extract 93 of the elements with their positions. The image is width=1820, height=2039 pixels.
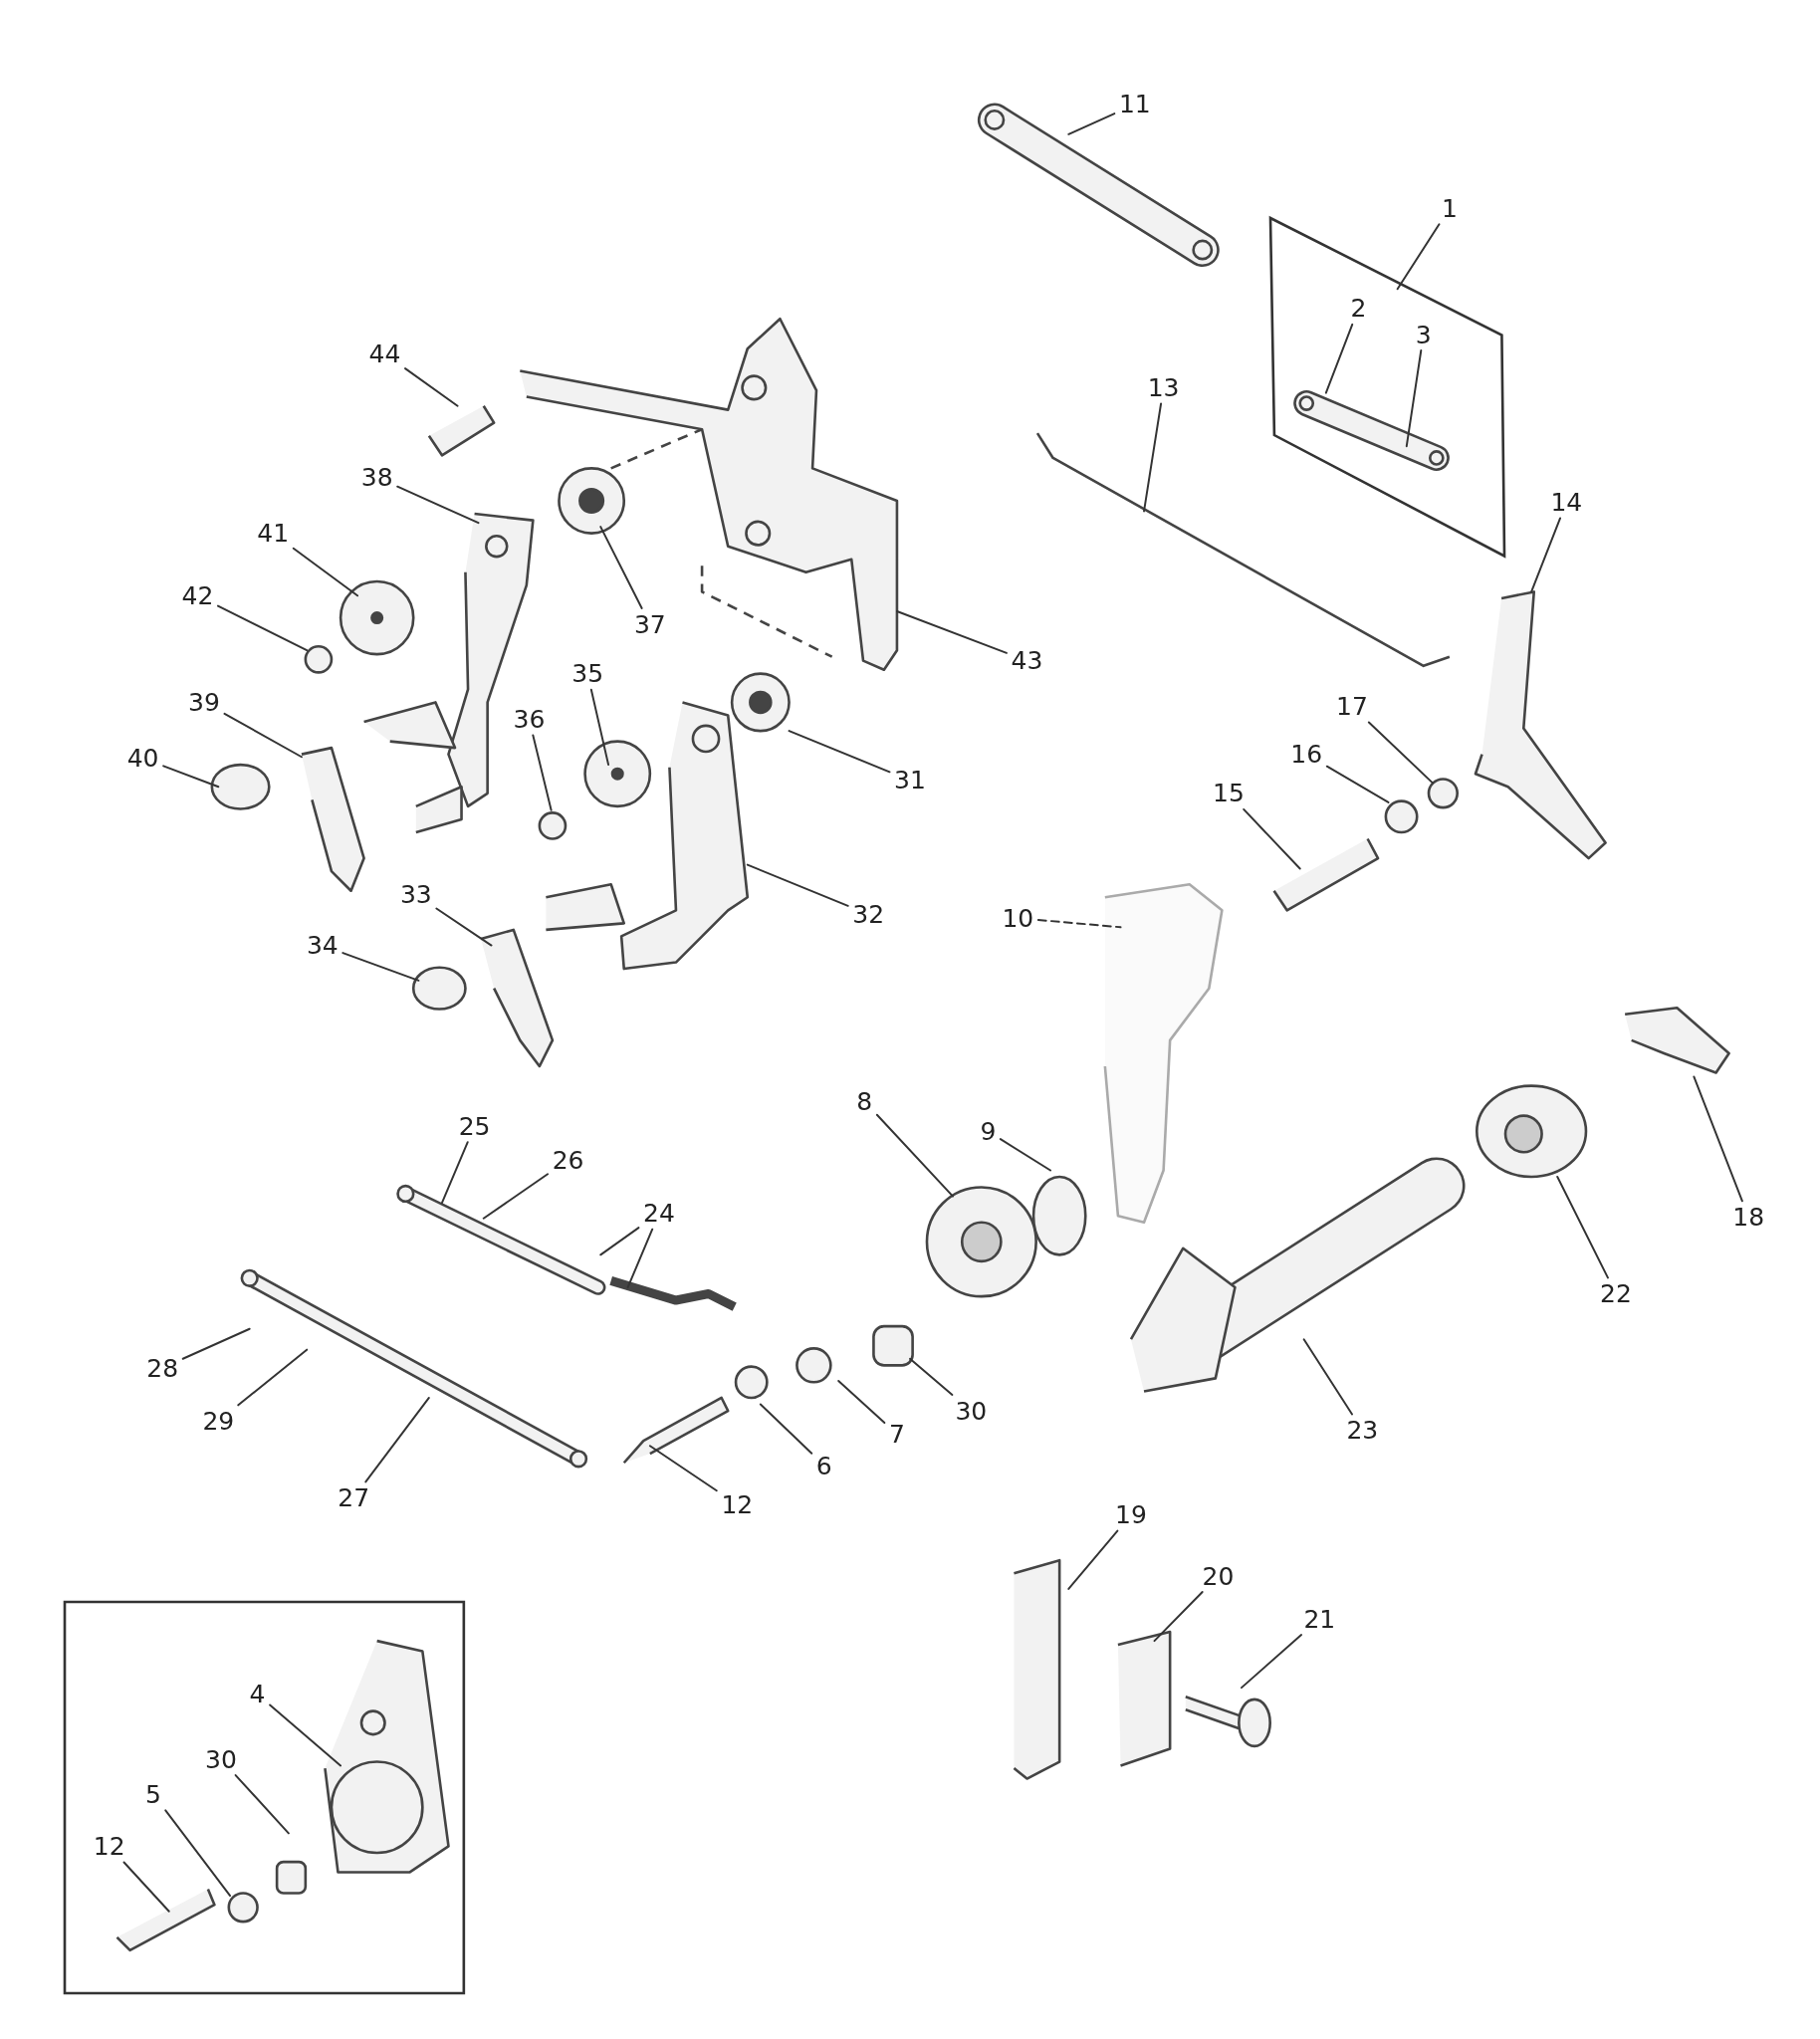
leader-line: [341, 952, 420, 982]
callout-number: 26: [550, 1146, 586, 1174]
leader-line: [1556, 1176, 1609, 1279]
leader-line: [122, 1861, 170, 1913]
leader-line: [1067, 113, 1116, 135]
callout-number: 43: [1009, 646, 1045, 674]
leader-line: [626, 1228, 654, 1288]
callout-number: 39: [186, 688, 222, 716]
callout-number: 25: [456, 1112, 493, 1140]
leader-line: [999, 1138, 1051, 1172]
callout-number: 1: [1439, 194, 1460, 222]
leader-line: [837, 1380, 886, 1425]
leader-line: [482, 1173, 550, 1220]
callout-number: 18: [1730, 1203, 1767, 1231]
callout-number: 4: [247, 1680, 268, 1707]
callout-number: 36: [511, 705, 548, 733]
leader-line: [1530, 517, 1562, 593]
leader-line: [1405, 349, 1423, 448]
callout-number: 12: [719, 1490, 756, 1518]
leader-line: [1067, 1529, 1119, 1590]
leader-line: [223, 712, 303, 759]
leader-line: [895, 610, 1008, 654]
leader-line: [1324, 323, 1354, 394]
leader-line: [292, 547, 359, 597]
leader-line: [440, 1141, 469, 1205]
leader-line: [875, 1113, 955, 1198]
callout-number: 27: [336, 1483, 372, 1511]
leader-line: [1302, 1338, 1353, 1416]
leader-line: [164, 1809, 232, 1898]
leader-line: [1367, 721, 1434, 785]
callout-number: 30: [203, 1745, 239, 1773]
callout-number: 13: [1145, 373, 1182, 401]
callout-number: 34: [304, 931, 341, 959]
leader-line: [234, 1774, 290, 1835]
callout-number: 37: [631, 610, 668, 638]
leader-line: [599, 1227, 640, 1256]
callout-number: 32: [850, 900, 887, 928]
callout-number: 30: [953, 1397, 990, 1425]
leader-line: [1153, 1590, 1204, 1643]
leader-line: [1243, 807, 1301, 870]
callout-number: 41: [255, 519, 292, 547]
callout-number: 22: [1598, 1279, 1634, 1307]
callout-number: 38: [358, 463, 395, 491]
callout-number: 20: [1200, 1562, 1237, 1589]
callout-number: 23: [1344, 1416, 1381, 1444]
leader-line: [269, 1703, 342, 1767]
callout-number: 9: [978, 1117, 999, 1145]
callout-number: 35: [569, 659, 606, 687]
leader-line: [237, 1348, 309, 1407]
callout-number: 33: [397, 880, 434, 908]
leader-line: [435, 907, 493, 947]
leader-line: [788, 730, 891, 774]
leader-line: [1396, 223, 1441, 291]
leader-line: [1325, 765, 1390, 803]
callout-number: 12: [91, 1832, 127, 1860]
callout-number: 15: [1211, 780, 1247, 806]
leader-line: [162, 765, 220, 789]
callout-number: 10: [1000, 904, 1036, 932]
leader-line: [1241, 1634, 1303, 1690]
callout-number: 5: [143, 1780, 163, 1808]
callout-number: 40: [124, 744, 161, 772]
callout-number: 21: [1301, 1605, 1338, 1633]
leader-line: [909, 1357, 954, 1396]
callout-number: 6: [813, 1452, 834, 1479]
callout-number: 24: [641, 1199, 677, 1227]
leader-line: [404, 367, 459, 407]
leader-line: [1036, 919, 1122, 929]
callout-number: 7: [887, 1420, 907, 1448]
callout-number: 11: [1116, 90, 1153, 117]
leader-line: [217, 604, 309, 652]
callout-number: 3: [1413, 321, 1434, 348]
leader-line: [364, 1397, 430, 1483]
leader-line: [396, 485, 480, 525]
callout-number: 29: [200, 1407, 237, 1435]
callout-number: 42: [179, 581, 216, 609]
leader-line: [599, 526, 643, 609]
callout-number: 31: [892, 766, 928, 793]
leader-line: [746, 863, 849, 907]
callout-number: 14: [1548, 488, 1585, 516]
callout-number: 19: [1113, 1500, 1149, 1528]
leader-line: [589, 688, 610, 767]
callout-number: 2: [1348, 294, 1369, 322]
leader-line: [1693, 1075, 1743, 1203]
callout-number: 44: [366, 340, 403, 367]
callout-number: 8: [854, 1087, 875, 1115]
callout-number: 16: [1288, 740, 1325, 768]
callout-number: 28: [144, 1354, 181, 1382]
callout-number: 17: [1334, 692, 1370, 720]
leader-line: [181, 1327, 251, 1360]
leader-line: [759, 1403, 813, 1455]
leader-line: [532, 734, 553, 811]
leader-line: [1143, 402, 1163, 513]
leader-line: [648, 1445, 718, 1492]
